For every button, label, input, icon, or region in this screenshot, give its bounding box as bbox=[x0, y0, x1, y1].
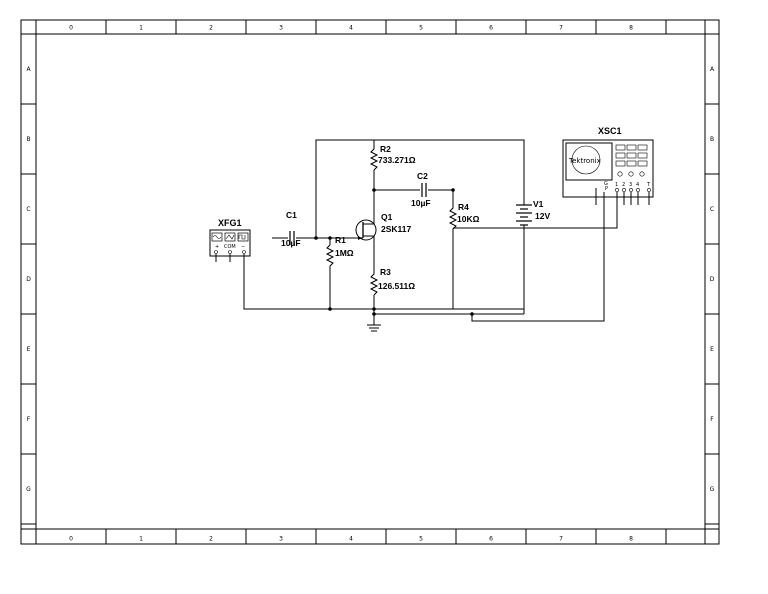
function-generator-xfg1[interactable]: + COM − XFG1 bbox=[209, 218, 251, 262]
xfg1-minus-label: − bbox=[241, 244, 245, 250]
row-label: F bbox=[27, 416, 31, 423]
column-label: 5 bbox=[419, 25, 423, 32]
r1-ref-label: R1 bbox=[335, 235, 346, 245]
column-label: 7 bbox=[559, 25, 563, 32]
column-label: 4 bbox=[349, 25, 353, 32]
r1-value-label: 1MΩ bbox=[335, 248, 354, 258]
resistor-r1[interactable]: R1 1MΩ bbox=[325, 235, 354, 268]
column-label: 2 bbox=[209, 25, 213, 32]
capacitor-c1[interactable]: C1 10µF bbox=[281, 210, 301, 248]
junctions bbox=[314, 188, 474, 316]
xsc1-t-label: T bbox=[646, 182, 651, 188]
xfg1-com-label: COM bbox=[224, 244, 236, 250]
row-label: D bbox=[26, 276, 31, 283]
column-label: 3 bbox=[279, 25, 283, 32]
xsc1-ref-label: XSC1 bbox=[598, 126, 622, 136]
r3-ref-label: R3 bbox=[380, 267, 391, 277]
q1-ref-label: Q1 bbox=[381, 212, 393, 222]
xsc1-g-label: G bbox=[604, 181, 608, 187]
c1-ref-label: C1 bbox=[286, 210, 297, 220]
oscilloscope-xsc1[interactable]: Tektronix G P 1 2 3 4 T bbox=[562, 126, 654, 205]
xsc1-p-label: P bbox=[605, 186, 608, 192]
row-label: G bbox=[26, 486, 31, 493]
column-label: 6 bbox=[489, 536, 493, 543]
r3-value-label: 126.511Ω bbox=[378, 281, 415, 291]
battery-v1[interactable]: V1 12V bbox=[516, 199, 550, 226]
c2-ref-label: C2 bbox=[417, 171, 428, 181]
row-label: E bbox=[710, 346, 714, 353]
xsc1-buttons bbox=[615, 144, 648, 177]
xfg1-ref-label: XFG1 bbox=[218, 218, 242, 228]
resistor-r4[interactable]: R4 10KΩ bbox=[448, 202, 480, 235]
r4-ref-label: R4 bbox=[458, 202, 469, 212]
xsc1-terminals bbox=[595, 188, 651, 205]
xfg1-plus-label: + bbox=[215, 244, 219, 250]
column-label: 3 bbox=[279, 536, 283, 543]
column-label: 2 bbox=[209, 536, 213, 543]
resistor-r2[interactable]: R2 733.271Ω bbox=[369, 144, 416, 171]
row-label: C bbox=[26, 206, 30, 213]
c2-value-label: 10µF bbox=[411, 198, 431, 208]
ground-symbol bbox=[367, 324, 381, 332]
v1-ref-label: V1 bbox=[533, 199, 544, 209]
column-label: 8 bbox=[629, 536, 633, 543]
wires bbox=[243, 139, 618, 325]
column-label: 8 bbox=[629, 25, 633, 32]
column-label: 5 bbox=[419, 536, 423, 543]
sheet-border bbox=[20, 19, 720, 545]
column-label: 1 bbox=[139, 536, 143, 543]
c1-value-label: 10µF bbox=[281, 238, 301, 248]
row-labels: A A B B C C D D E E F F G G bbox=[26, 66, 715, 493]
r2-ref-label: R2 bbox=[380, 144, 391, 154]
r2-value-label: 733.271Ω bbox=[378, 155, 416, 165]
column-label: 1 bbox=[139, 25, 143, 32]
xsc1-ch4-label: 4 bbox=[636, 182, 639, 188]
column-label: 4 bbox=[349, 536, 353, 543]
resistor-r3[interactable]: R3 126.511Ω bbox=[369, 266, 415, 296]
xsc1-ch1-label: 1 bbox=[615, 182, 618, 188]
q1-value-label: 2SK117 bbox=[381, 224, 412, 234]
row-label: D bbox=[710, 276, 715, 283]
row-label: B bbox=[710, 136, 714, 143]
xsc1-ch3-label: 3 bbox=[629, 182, 632, 188]
xsc1-brand-label: Tektronix bbox=[568, 157, 601, 165]
row-label: E bbox=[27, 346, 31, 353]
column-label: 6 bbox=[489, 25, 493, 32]
r4-value-label: 10KΩ bbox=[457, 214, 480, 224]
column-label: 7 bbox=[559, 536, 563, 543]
row-label: A bbox=[710, 66, 715, 73]
column-label: 0 bbox=[69, 25, 73, 32]
xsc1-ch2-label: 2 bbox=[622, 182, 625, 188]
row-label: C bbox=[710, 206, 714, 213]
row-label: A bbox=[26, 66, 31, 73]
jfet-q1[interactable]: Q1 2SK117 bbox=[354, 212, 412, 242]
row-label: B bbox=[26, 136, 30, 143]
row-label: G bbox=[710, 486, 715, 493]
column-label: 0 bbox=[69, 536, 73, 543]
v1-value-label: 12V bbox=[535, 211, 550, 221]
row-label: F bbox=[710, 416, 714, 423]
capacitor-c2[interactable]: C2 10µF bbox=[411, 171, 431, 208]
